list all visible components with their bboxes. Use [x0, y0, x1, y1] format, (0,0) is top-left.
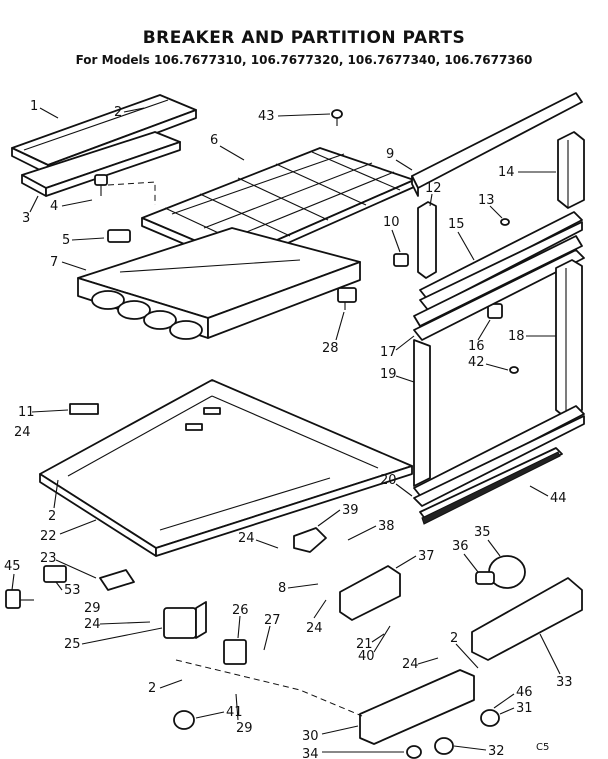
callout-label: 26 [232, 603, 249, 618]
callout-label: 24 [84, 617, 101, 632]
callout-label: 24 [14, 425, 31, 440]
callout-label: 4 [50, 199, 58, 214]
clip-part-5 [107, 229, 131, 243]
callout-label: 39 [342, 503, 359, 518]
callout-label: 45 [4, 559, 21, 574]
callout-label: 25 [64, 637, 81, 652]
callout-label: 2 [114, 105, 122, 120]
callout-label: 2 [450, 631, 458, 646]
light-bulb [475, 555, 526, 589]
callout-label: 22 [40, 529, 57, 544]
callout-label: 20 [380, 473, 397, 488]
diagram-title: BREAKER AND PARTITION PARTS [142, 28, 466, 48]
callout-label: 37 [418, 549, 435, 564]
callout-label: 23 [40, 551, 57, 566]
callout-label: 15 [448, 217, 465, 232]
part-45 [5, 589, 34, 609]
bottom-strip-part-44 [419, 447, 563, 525]
callout-label: 29 [236, 721, 253, 736]
screw-part-4 [94, 174, 108, 196]
callout-label: 28 [322, 341, 339, 356]
callout-label: 14 [498, 165, 515, 180]
callout-label: 2 [48, 509, 56, 524]
bracket-part-53 [43, 565, 67, 583]
callout-label: 21 [356, 637, 373, 652]
callout-label: 6 [210, 133, 218, 148]
part-34 [406, 745, 422, 759]
callout-label: 13 [478, 193, 495, 208]
door-frame-assembly [413, 249, 585, 507]
bracket-part-28 [337, 287, 357, 310]
callout-label: 34 [302, 747, 319, 759]
models-subtitle: For Models 106.7677310, 106.7677320, 106… [75, 53, 533, 67]
screw-part-43 [331, 109, 343, 126]
callout-label: 27 [264, 613, 281, 628]
callout-label: 1 [30, 99, 38, 114]
callout-label: 24 [402, 657, 419, 672]
screw-part-13 [500, 218, 510, 226]
bottom-shelf-panel [39, 379, 413, 557]
callout-label: 32 [488, 744, 505, 759]
callout-label: 38 [378, 519, 395, 534]
shelf-bar-part-33 [471, 577, 583, 661]
callout-label: 12 [425, 181, 442, 196]
callout-label: 24 [238, 531, 255, 546]
clip-part-10 [393, 253, 409, 267]
callout-label: 30 [302, 729, 319, 744]
clip-part-11 [69, 403, 99, 415]
callout-label: 42 [468, 355, 485, 370]
knob-part-32 [434, 737, 454, 755]
side-strip-part-12 [417, 201, 437, 279]
breaker-strip-lower [21, 131, 181, 197]
diagram-code: C5 [536, 742, 549, 753]
knob-part-31 [480, 709, 500, 727]
callout-label: 41 [226, 705, 243, 720]
callout-label: 43 [258, 109, 275, 124]
side-strip-part-14 [557, 131, 585, 209]
partition-assembly [77, 227, 361, 340]
callout-label: 2 [148, 681, 156, 696]
assembly-line [107, 181, 156, 205]
callout-label: 18 [508, 329, 525, 344]
callout-label: 53 [64, 583, 81, 598]
callout-label: 16 [468, 339, 485, 354]
middle-trim-part-15 [413, 211, 583, 327]
callout-label: 36 [452, 539, 469, 554]
callout-label: 35 [474, 525, 491, 540]
callout-label: 7 [50, 255, 58, 270]
screw-part-42 [509, 366, 519, 374]
callout-label: 33 [556, 675, 573, 690]
callout-label: 5 [62, 233, 70, 248]
callout-label: 17 [380, 345, 397, 360]
callout-label: 24 [306, 621, 323, 636]
callout-label: 3 [22, 211, 30, 226]
cover-part-39 [293, 527, 327, 553]
callout-label: 9 [386, 147, 394, 162]
switch-part-26 [223, 639, 247, 665]
callout-label: 8 [278, 581, 286, 596]
switch-part-25 [163, 601, 207, 639]
callout-label: 46 [516, 685, 533, 700]
callout-label: 19 [380, 367, 397, 382]
top-trim-strip [411, 92, 583, 197]
callout-label: 40 [358, 649, 375, 664]
housing-part-37 [339, 565, 401, 621]
bracket-part-30 [359, 669, 475, 745]
knob-part-41 [173, 710, 195, 730]
callout-label: 10 [383, 215, 400, 230]
callout-label: 44 [550, 491, 567, 506]
callout-label: 29 [84, 601, 101, 616]
callout-label: 11 [18, 405, 35, 420]
callouts: 1 2 3 4 5 6 7 2 9 10 11 12 13 1 [4, 99, 573, 759]
assembly-line-lower [175, 659, 363, 717]
bracket-part-23 [99, 569, 135, 591]
callout-label: 31 [516, 701, 533, 716]
